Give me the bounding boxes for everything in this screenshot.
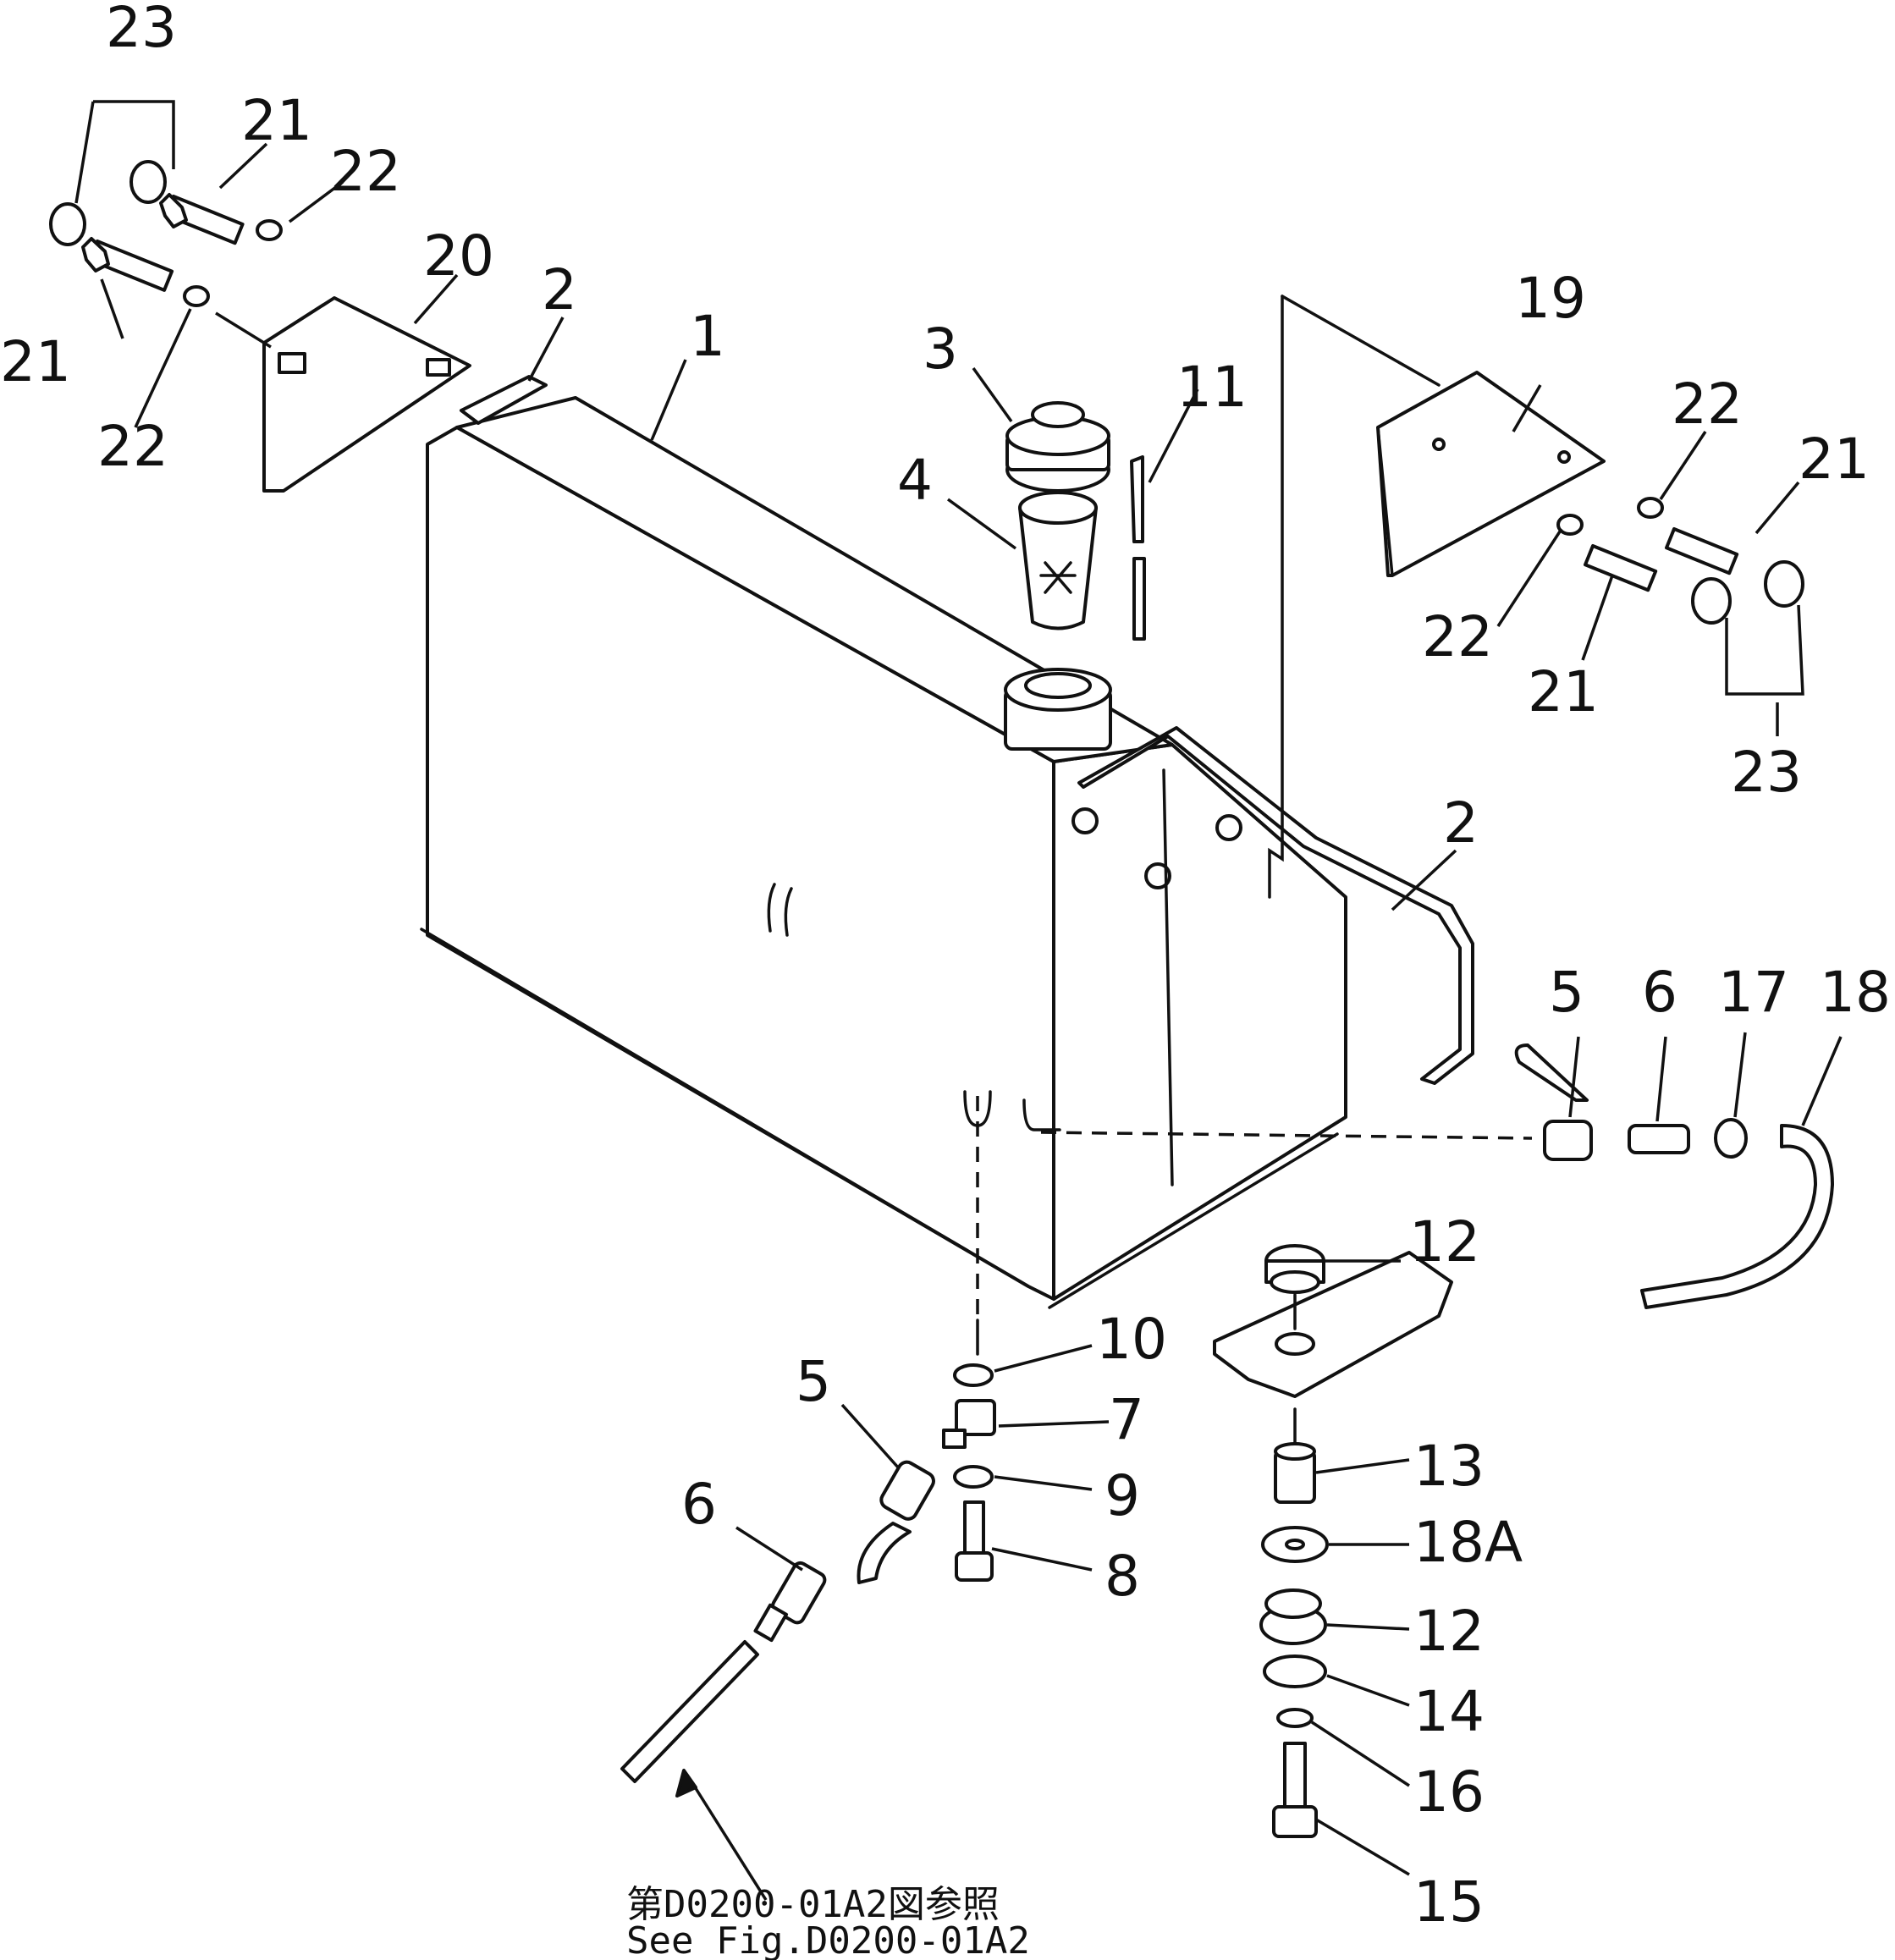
callout-23-right: 23 xyxy=(1731,740,1802,805)
callout-22-left-top: 22 xyxy=(330,139,401,204)
filler-strainer xyxy=(1018,491,1098,630)
collar-13 xyxy=(1274,1442,1316,1504)
bottom-drain-valve xyxy=(620,1460,935,1783)
callout-21-right-bottom: 21 xyxy=(1528,659,1599,724)
callout-21-left-bottom: 21 xyxy=(0,329,71,394)
right-bracket xyxy=(1376,371,1606,577)
left-hardware xyxy=(49,160,283,307)
callout-20: 20 xyxy=(423,223,494,289)
callout-23-left: 23 xyxy=(106,0,177,60)
leader-lines xyxy=(74,100,1843,1901)
callout-5-right: 5 xyxy=(1549,960,1584,1025)
callout-22-right-top: 22 xyxy=(1672,372,1743,437)
reference-note-en: See Fig.D0200-01A2 xyxy=(626,1919,1030,1960)
washer-10 xyxy=(953,1363,994,1387)
filler-cap xyxy=(1005,401,1110,493)
callout-10: 10 xyxy=(1096,1307,1167,1372)
isolator-12-upper xyxy=(1264,1244,1325,1294)
reference-arrowhead xyxy=(675,1769,697,1798)
mount-bracket-bottom xyxy=(1213,1251,1453,1398)
callout-2-top: 2 xyxy=(542,257,577,322)
callout-14: 14 xyxy=(1413,1679,1485,1744)
left-bracket xyxy=(262,296,471,493)
tank-strap-side xyxy=(1077,726,1474,1085)
callout-6-right: 6 xyxy=(1642,960,1677,1025)
callout-11: 11 xyxy=(1176,355,1248,420)
right-hardware xyxy=(1556,497,1804,625)
callout-2-side: 2 xyxy=(1443,790,1479,856)
callout-5-bottom: 5 xyxy=(796,1349,831,1414)
callout-13: 13 xyxy=(1413,1434,1485,1499)
washer-14 xyxy=(1263,1654,1327,1688)
reference-note-jp: 第D0200-01A2図参照 xyxy=(626,1883,1000,1926)
callout-22-right-bottom: 22 xyxy=(1422,604,1493,669)
washer-9 xyxy=(953,1465,994,1489)
callout-12-upper: 12 xyxy=(1409,1209,1480,1275)
gauge-rod xyxy=(1130,455,1146,641)
right-drain-valve xyxy=(1514,1043,1834,1309)
tank-strap-upper xyxy=(460,375,548,425)
callout-8: 8 xyxy=(1104,1544,1140,1609)
elbow-fitting-7 xyxy=(942,1399,996,1449)
mount-plate-outline xyxy=(1268,295,1284,899)
callout-21-right-top: 21 xyxy=(1799,427,1870,492)
fuel-tank xyxy=(420,396,1347,1309)
callout-22-left-bottom: 22 xyxy=(97,414,168,479)
washer-16 xyxy=(1276,1708,1314,1728)
drain-path-horizontal xyxy=(1040,1131,1533,1140)
callout-18: 18 xyxy=(1820,960,1891,1025)
callout-19: 19 xyxy=(1515,266,1586,331)
isolator-12-lower xyxy=(1259,1588,1327,1645)
callout-1: 1 xyxy=(690,304,725,369)
bolt-15 xyxy=(1272,1742,1318,1838)
callout-3: 3 xyxy=(923,317,958,382)
callout-21-left-top: 21 xyxy=(241,88,312,153)
bolt-8 xyxy=(955,1500,994,1582)
callout-12-lower: 12 xyxy=(1413,1599,1485,1664)
callout-18A: 18A xyxy=(1413,1510,1523,1575)
callout-6-bottom: 6 xyxy=(681,1472,717,1537)
callout-9: 9 xyxy=(1104,1463,1140,1528)
callout-4: 4 xyxy=(897,448,933,513)
callout-16: 16 xyxy=(1413,1759,1485,1825)
filler-neck xyxy=(1004,668,1112,751)
callout-7: 7 xyxy=(1109,1387,1144,1452)
callout-17: 17 xyxy=(1718,960,1789,1025)
callout-15: 15 xyxy=(1413,1869,1485,1935)
